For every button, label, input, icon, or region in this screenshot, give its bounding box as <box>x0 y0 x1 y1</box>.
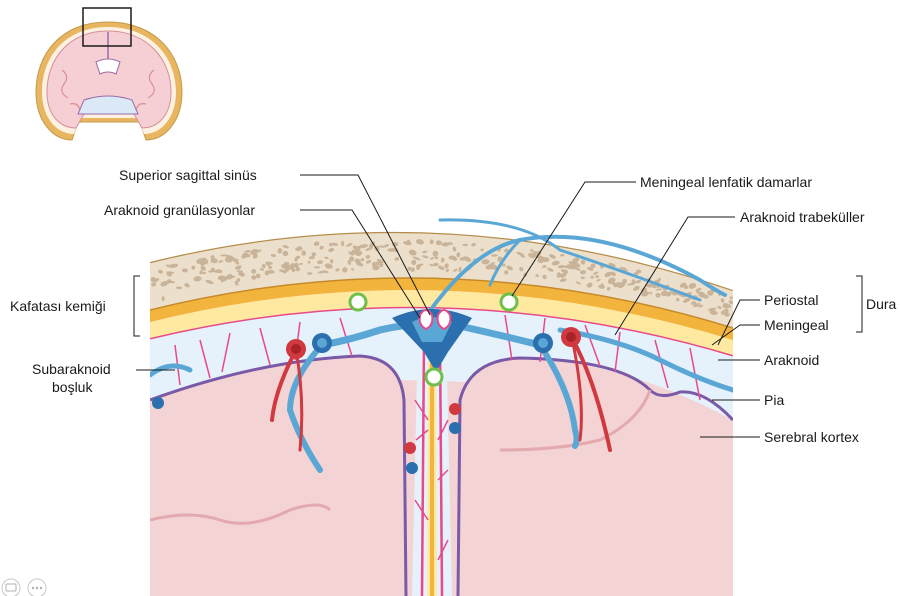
label-meningeal-lymphatic-vessels: Meningeal lenfatik damarlar <box>640 174 812 190</box>
caption-icon[interactable] <box>2 579 20 596</box>
coronal-brain-section-icon <box>36 8 182 140</box>
bone-spot <box>314 266 321 268</box>
bone-spot <box>312 252 316 257</box>
more-icon[interactable] <box>28 579 46 596</box>
label-subarachnoid-space-2: boşluk <box>52 379 93 395</box>
label-arachnoid-trabeculae: Araknoid trabeküller <box>740 209 865 225</box>
label-superior-sagittal-sinus: Superior sagittal sinüs <box>119 167 257 183</box>
label-periosteal: Periostal <box>764 292 818 308</box>
label-dura: Dura <box>866 296 897 312</box>
label-arachnoid-granulations: Araknoid granülasyonlar <box>104 202 255 218</box>
label-skull-bone: Kafatası kemiği <box>10 298 106 314</box>
bone-spot <box>169 281 176 283</box>
meninges-cross-section <box>150 192 734 596</box>
label-pia: Pia <box>764 392 784 408</box>
label-meningeal: Meningeal <box>764 317 829 333</box>
label-subarachnoid-space-1: Subaraknoid <box>32 361 111 377</box>
label-arachnoid: Araknoid <box>764 352 819 368</box>
label-cerebral-cortex: Serebral kortex <box>764 429 859 445</box>
